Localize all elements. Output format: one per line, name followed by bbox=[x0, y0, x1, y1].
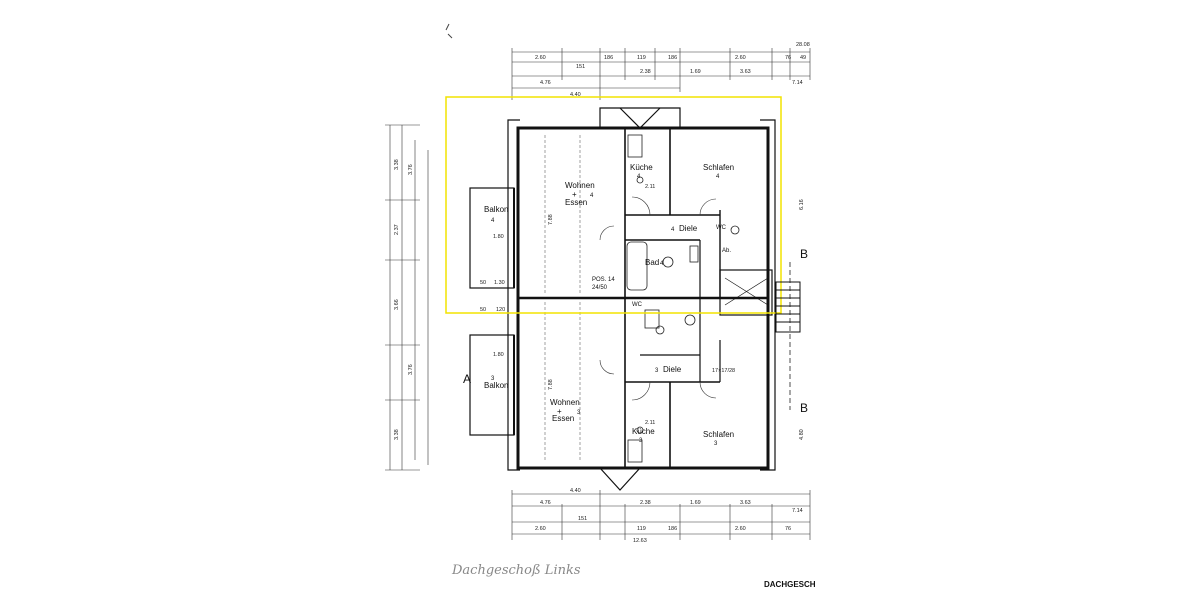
dormers bbox=[507, 107, 776, 491]
lower-balkon-number: 3 bbox=[491, 376, 495, 382]
bottom-dim-row3-3: 119 bbox=[637, 526, 646, 532]
lower-plus-label: + bbox=[557, 407, 562, 416]
lower-wohnen-number: 3 bbox=[577, 410, 581, 416]
top-dim-row2-5: 7.14 bbox=[792, 80, 803, 86]
lower-schlafen-number: 3 bbox=[714, 441, 718, 447]
door-swings bbox=[599, 196, 717, 401]
upper-bad-number: 4 bbox=[660, 261, 664, 267]
upper-balkon-number: 4 bbox=[491, 218, 495, 224]
lower-kueche-number: 3 bbox=[639, 438, 643, 444]
lower-schlafen-label: Schlafen bbox=[703, 430, 734, 439]
pos-label: POS. 14 bbox=[592, 277, 615, 283]
upper-plus-label: + bbox=[572, 190, 577, 199]
stair-label: 17×17/28 bbox=[712, 368, 735, 374]
lower-essen-label: Essen bbox=[552, 414, 574, 423]
top-dim-8: 49 bbox=[800, 55, 806, 61]
bottom-dim-row3-5: 2.60 bbox=[735, 526, 746, 532]
bottom-dim-row1-1: 4.40 bbox=[570, 488, 581, 494]
top-dimension-chains bbox=[511, 48, 811, 100]
inner-dim-1: 1.80 bbox=[493, 234, 504, 240]
right-dim-2: 4.80 bbox=[799, 429, 805, 440]
left-dim-4: 3.66 bbox=[394, 299, 400, 310]
handwritten-note: Dachgeschoß Links bbox=[451, 563, 581, 578]
bottom-dimension-chains bbox=[511, 490, 811, 540]
lower-wc-label: WC bbox=[632, 302, 643, 308]
lower-kueche-label: Küche bbox=[632, 427, 655, 436]
balconies bbox=[469, 187, 515, 436]
pos-ratio: 24/50 bbox=[592, 285, 608, 291]
highlight-selection bbox=[445, 96, 782, 314]
inner-dim-6: 50 bbox=[480, 307, 486, 313]
top-dim-row2-3: 1.69 bbox=[690, 69, 701, 75]
upper-balkon-label: Balkon bbox=[484, 205, 508, 214]
section-marker-b-top: B bbox=[800, 247, 808, 261]
top-dim-row2-4: 3.63 bbox=[740, 69, 751, 75]
top-dim-1: 2.60 bbox=[535, 55, 546, 61]
upper-schlafen-number: 4 bbox=[716, 174, 720, 180]
upper-bad-label: Bad bbox=[645, 258, 659, 267]
bottom-dim-row3-2: 151 bbox=[578, 516, 587, 522]
section-marker-a: A bbox=[463, 372, 471, 386]
upper-wohnen-number: 4 bbox=[590, 193, 594, 199]
inner-dimension-lines bbox=[544, 135, 581, 462]
left-dim-6: 3.38 bbox=[394, 429, 400, 440]
kitchen-area-upper: 2.11 bbox=[645, 184, 655, 190]
sheet-title: DACHGESCH bbox=[764, 580, 816, 589]
lower-diele-label: Diele bbox=[663, 365, 682, 374]
left-dimension-chains bbox=[385, 124, 429, 471]
upper-schlafen-label: Schlafen bbox=[703, 163, 734, 172]
bottom-dim-row2-1: 4.76 bbox=[540, 500, 551, 506]
upper-essen-label: Essen bbox=[565, 198, 587, 207]
left-dim-3: 2.37 bbox=[394, 224, 400, 235]
left-dim-2: 3.76 bbox=[408, 164, 414, 175]
top-dim-4: 119 bbox=[637, 55, 646, 61]
bottom-dim-row3-1: 2.60 bbox=[535, 526, 546, 532]
bottom-dim-row3-6: 76 bbox=[785, 526, 791, 532]
lower-diele-number: 3 bbox=[655, 368, 659, 374]
top-dim-5: 186 bbox=[668, 55, 677, 61]
pen-mark bbox=[445, 23, 453, 39]
top-dim-6: 2.60 bbox=[735, 55, 746, 61]
upper-kueche-label: Küche bbox=[630, 163, 653, 172]
bathroom-fixtures bbox=[626, 134, 740, 463]
room-height-upper: 7.88 bbox=[548, 214, 554, 225]
top-dim-row2-2: 2.38 bbox=[640, 69, 651, 75]
upper-wohnen-label: Wohnen bbox=[565, 181, 595, 190]
upper-ab-label: Ab. bbox=[722, 248, 731, 254]
bottom-dim-row2-2: 2.38 bbox=[640, 500, 651, 506]
building-walls bbox=[516, 126, 773, 470]
upper-diele-label: Diele bbox=[679, 224, 698, 233]
kitchen-area-lower: 2.11 bbox=[645, 420, 655, 426]
bottom-dim-row3-4: 186 bbox=[668, 526, 677, 532]
upper-wc-label: WC bbox=[716, 225, 727, 231]
inner-dim-2: 1.30 bbox=[494, 280, 505, 286]
top-dim-row3-1: 4.40 bbox=[570, 92, 581, 98]
bottom-total: 12.63 bbox=[633, 538, 647, 544]
inner-dim-7: 120 bbox=[496, 307, 505, 313]
inner-dim-5: 50 bbox=[480, 280, 486, 286]
upper-diele-number: 4 bbox=[671, 227, 675, 233]
top-dim-2: 151 bbox=[576, 64, 585, 70]
total-dimension: 28.08 bbox=[796, 42, 810, 48]
left-dim-1: 3.38 bbox=[394, 159, 400, 170]
right-dim-1: 6.16 bbox=[799, 199, 805, 210]
left-dim-5: 3.76 bbox=[408, 364, 414, 375]
section-marker-b-bottom: B bbox=[800, 401, 808, 415]
stairwell-extension bbox=[775, 281, 801, 333]
bottom-dim-row2-5: 7.14 bbox=[792, 508, 803, 514]
room-height-lower: 7.88 bbox=[548, 379, 554, 390]
upper-kueche-number: 4 bbox=[637, 174, 641, 180]
bottom-dim-row2-3: 1.69 bbox=[690, 500, 701, 506]
lower-wohnen-label: Wohnen bbox=[550, 398, 580, 407]
top-dim-3: 186 bbox=[604, 55, 613, 61]
top-dim-7: 76 bbox=[785, 55, 791, 61]
inner-dim-3: 1.80 bbox=[493, 352, 504, 358]
top-dim-row2-1: 4.76 bbox=[540, 80, 551, 86]
lower-balkon-label: Balkon bbox=[484, 381, 508, 390]
bottom-dim-row2-4: 3.63 bbox=[740, 500, 751, 506]
